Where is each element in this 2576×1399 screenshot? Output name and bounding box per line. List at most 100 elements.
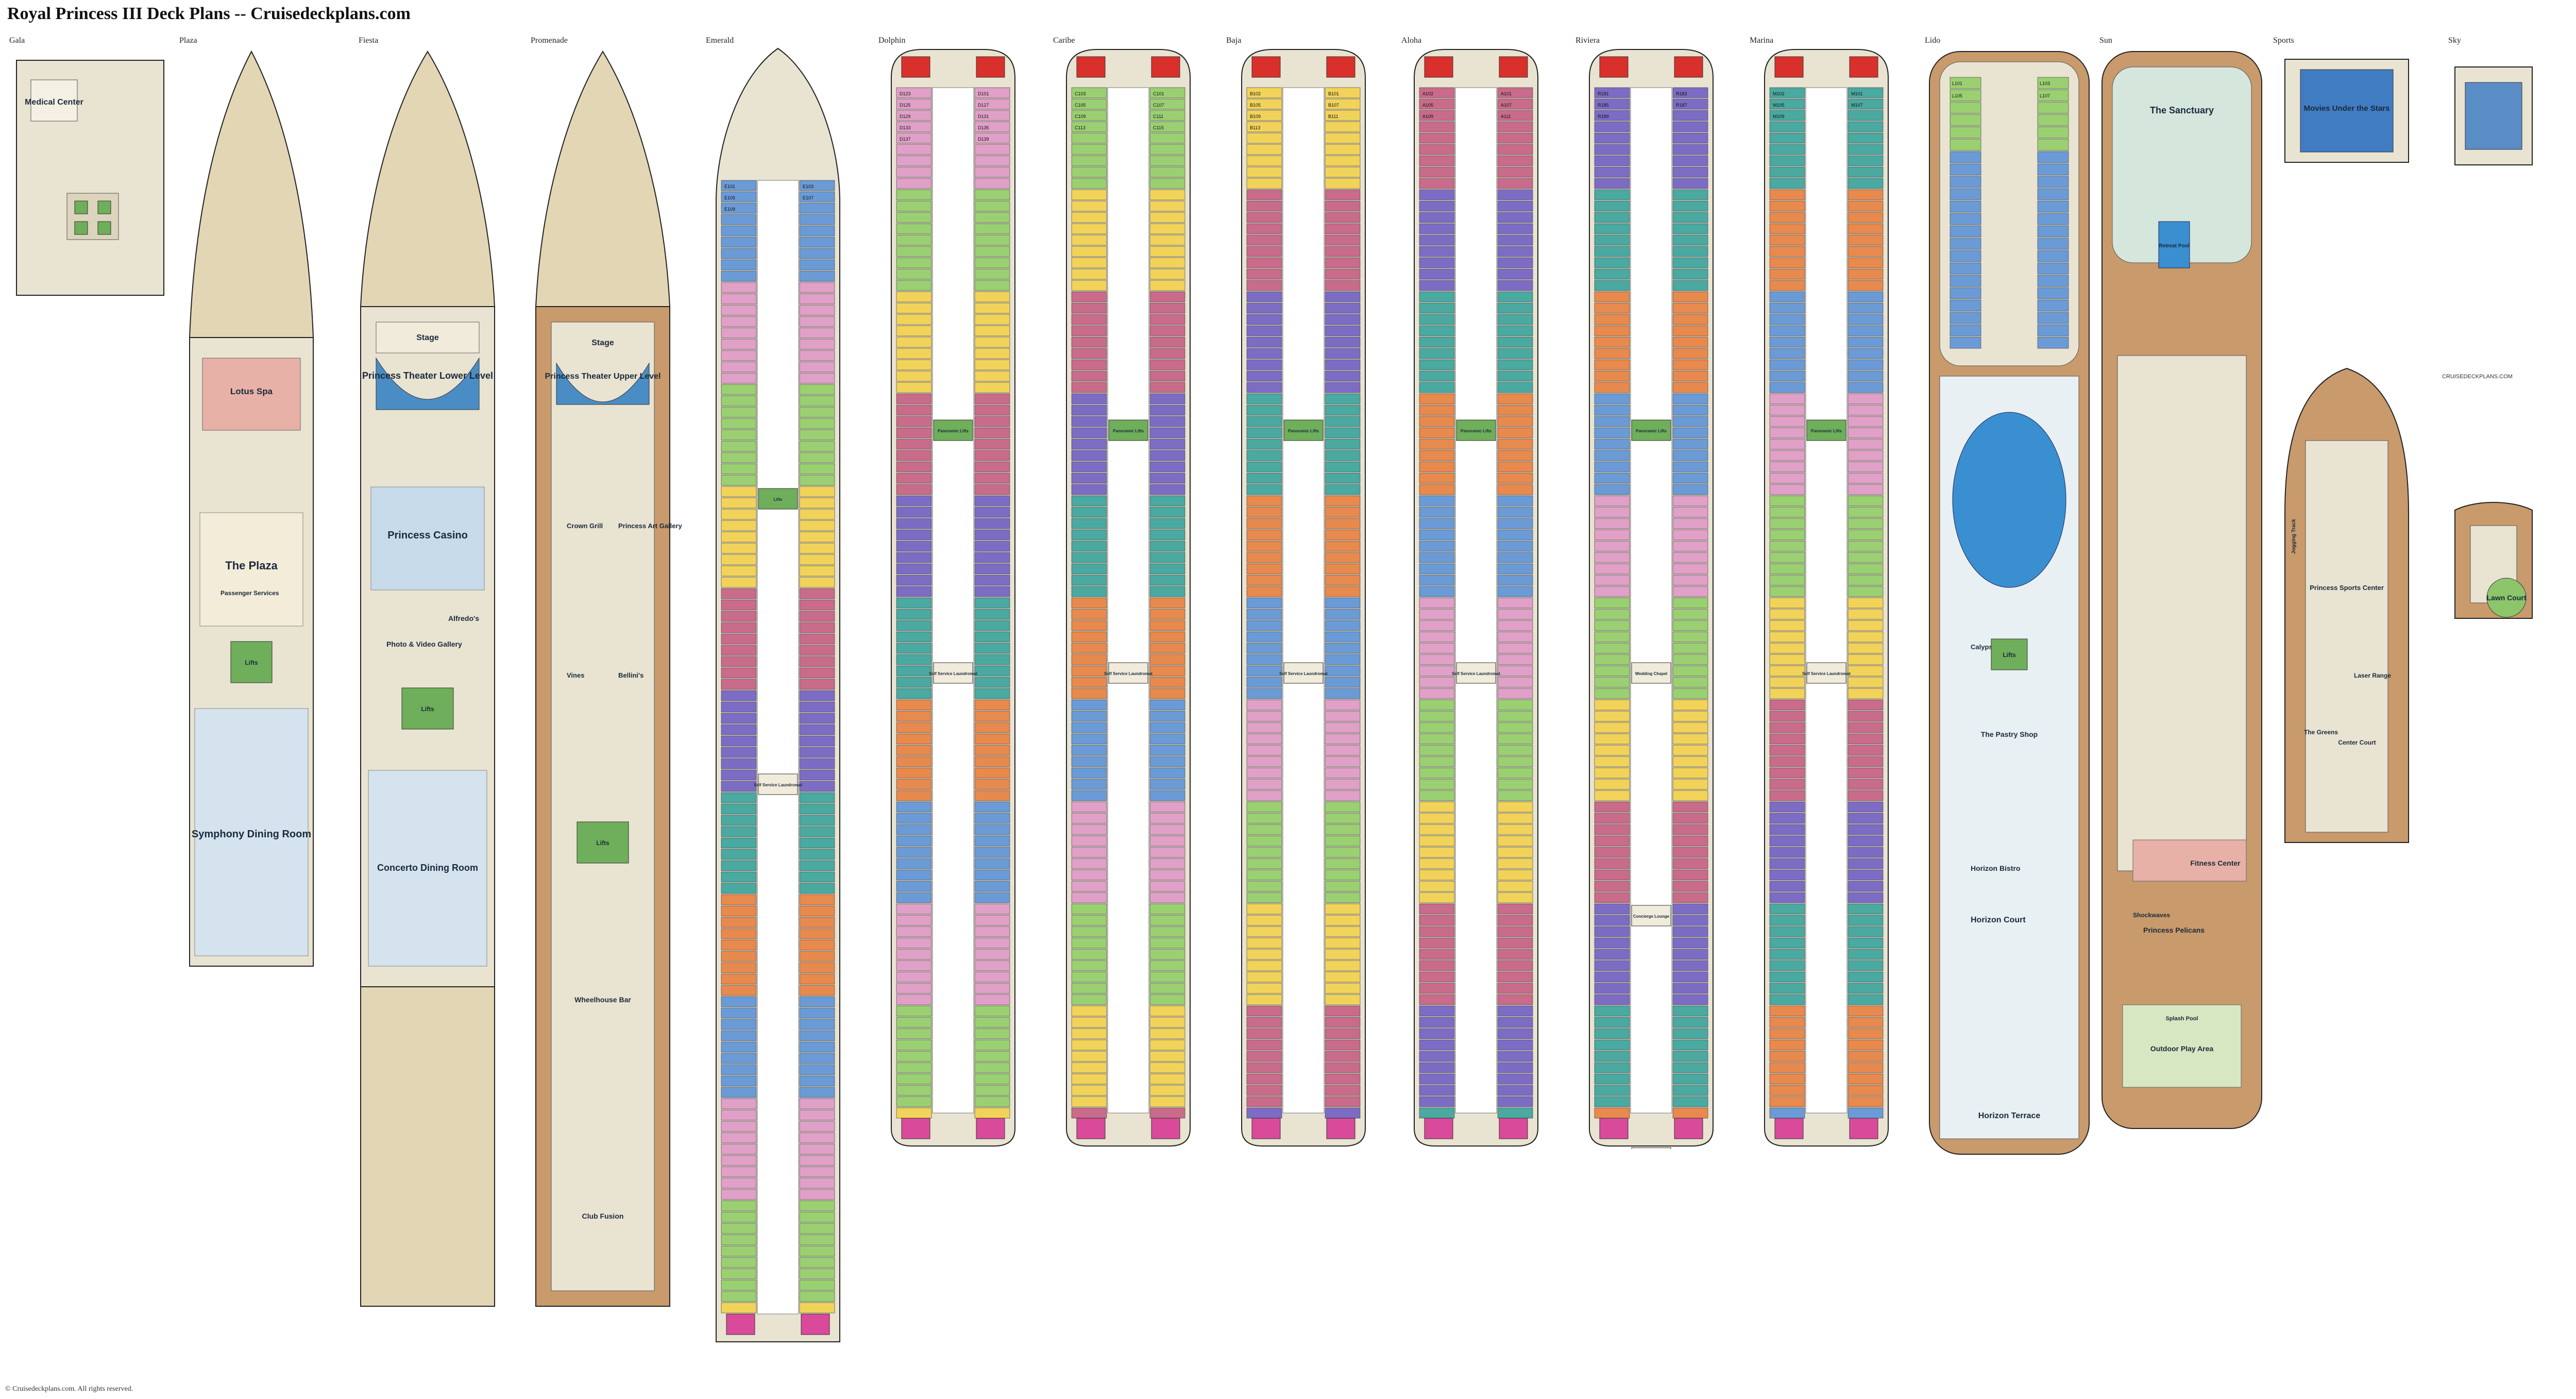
- cabin[interactable]: [1594, 302, 1630, 314]
- deck-sun[interactable]: The Sanctuary Retreat Pool Fitness Cente…: [2097, 46, 2267, 1139]
- cabin[interactable]: [1419, 711, 1455, 722]
- cabin[interactable]: [1594, 189, 1630, 200]
- cabin[interactable]: [1848, 858, 1884, 869]
- cabin[interactable]: [1497, 257, 1533, 268]
- cabin[interactable]: [1419, 699, 1455, 711]
- cabin[interactable]: [721, 191, 757, 203]
- cabin[interactable]: [721, 339, 757, 350]
- cabin[interactable]: [1149, 688, 1185, 699]
- cabin[interactable]: [1497, 348, 1533, 359]
- cabin[interactable]: [896, 586, 932, 597]
- cabin[interactable]: [896, 280, 932, 291]
- cabin[interactable]: [1325, 677, 1361, 688]
- cabin[interactable]: [1325, 620, 1361, 631]
- cabin[interactable]: [799, 667, 835, 679]
- cabin[interactable]: [896, 393, 932, 404]
- cabin[interactable]: [1672, 416, 1708, 427]
- cabin[interactable]: [896, 620, 932, 631]
- cabin[interactable]: [1419, 291, 1455, 302]
- cabin[interactable]: [1497, 518, 1533, 529]
- cabin[interactable]: [1419, 144, 1455, 155]
- cabin[interactable]: [974, 212, 1010, 223]
- cabin[interactable]: [1149, 937, 1185, 949]
- cabin[interactable]: [896, 507, 932, 518]
- cabin[interactable]: [799, 1268, 835, 1279]
- cabin[interactable]: [1672, 280, 1708, 291]
- cabin[interactable]: [896, 212, 932, 223]
- cabin[interactable]: [1769, 733, 1805, 745]
- cabin[interactable]: [974, 711, 1010, 722]
- cabin[interactable]: [974, 994, 1010, 1005]
- cabin[interactable]: [2037, 312, 2069, 324]
- cabin[interactable]: [1672, 722, 1708, 733]
- cabin[interactable]: [1848, 597, 1884, 609]
- cabin[interactable]: [1149, 427, 1185, 439]
- cabin[interactable]: [974, 110, 1010, 121]
- cabin[interactable]: [1769, 779, 1805, 790]
- cabin[interactable]: [799, 259, 835, 271]
- cabin[interactable]: [896, 473, 932, 484]
- cabin[interactable]: [1594, 132, 1630, 144]
- cabin[interactable]: [1594, 416, 1630, 427]
- cabin[interactable]: [2037, 102, 2069, 114]
- cabin[interactable]: [1497, 507, 1533, 518]
- cabin[interactable]: [1848, 110, 1884, 121]
- cabin[interactable]: [721, 1109, 757, 1121]
- cabin[interactable]: [974, 881, 1010, 892]
- cabin[interactable]: [1246, 370, 1282, 382]
- cabin[interactable]: [1419, 903, 1455, 915]
- cabin[interactable]: [1071, 268, 1107, 280]
- cabin[interactable]: [1594, 620, 1630, 631]
- cabin[interactable]: [799, 271, 835, 282]
- cabin[interactable]: [1769, 983, 1805, 994]
- cabin[interactable]: [1325, 586, 1361, 597]
- cabin[interactable]: [1769, 847, 1805, 858]
- cabin[interactable]: [1246, 166, 1282, 178]
- cabin[interactable]: [1848, 971, 1884, 983]
- cabin[interactable]: [1672, 212, 1708, 223]
- cabin[interactable]: [1594, 983, 1630, 994]
- cabin[interactable]: [2037, 176, 2069, 188]
- cabin[interactable]: [1769, 370, 1805, 382]
- cabin[interactable]: [721, 769, 757, 781]
- cabin[interactable]: [1672, 121, 1708, 132]
- cabin[interactable]: [1497, 892, 1533, 903]
- cabin[interactable]: [721, 248, 757, 259]
- cabin[interactable]: [1419, 461, 1455, 473]
- cabin[interactable]: [1769, 677, 1805, 688]
- cabin[interactable]: [1950, 238, 1981, 250]
- cabin[interactable]: [1672, 586, 1708, 597]
- cabin[interactable]: [721, 1143, 757, 1155]
- cabin[interactable]: [1325, 302, 1361, 314]
- cabin[interactable]: [1672, 609, 1708, 620]
- cabin[interactable]: [896, 541, 932, 552]
- cabin[interactable]: [896, 563, 932, 575]
- cabin[interactable]: [1672, 87, 1708, 98]
- cabin[interactable]: [1672, 620, 1708, 631]
- cabin[interactable]: [1497, 813, 1533, 824]
- cabin[interactable]: [1848, 631, 1884, 643]
- cabin[interactable]: [799, 1177, 835, 1189]
- cabin[interactable]: [974, 903, 1010, 915]
- cabin[interactable]: [1769, 903, 1805, 915]
- cabin[interactable]: [799, 962, 835, 973]
- cabin[interactable]: [721, 917, 757, 928]
- cabin[interactable]: [896, 745, 932, 756]
- cabin[interactable]: [974, 541, 1010, 552]
- cabin[interactable]: [1325, 325, 1361, 336]
- cabin[interactable]: [974, 926, 1010, 937]
- cabin[interactable]: [1848, 200, 1884, 212]
- cabin[interactable]: [1149, 450, 1185, 461]
- cabin[interactable]: [1497, 903, 1533, 915]
- cabin[interactable]: [2037, 238, 2069, 250]
- cabin[interactable]: [1325, 427, 1361, 439]
- cabin[interactable]: [1325, 779, 1361, 790]
- cabin[interactable]: [1246, 1062, 1282, 1073]
- cabin[interactable]: [974, 688, 1010, 699]
- cabin[interactable]: [1848, 609, 1884, 620]
- cabin[interactable]: [721, 599, 757, 611]
- cabin[interactable]: [1149, 132, 1185, 144]
- cabin[interactable]: [1419, 268, 1455, 280]
- cabin[interactable]: [896, 688, 932, 699]
- cabin[interactable]: [1246, 960, 1282, 971]
